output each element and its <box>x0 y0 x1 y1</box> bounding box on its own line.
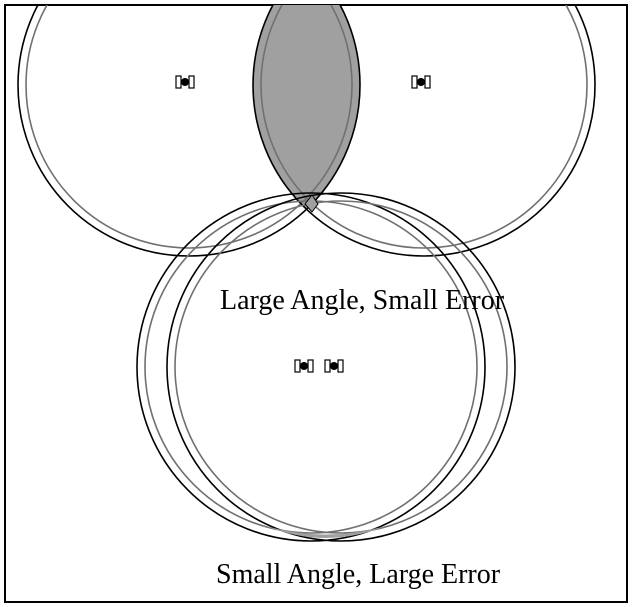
range-ring-outer-left <box>17 5 361 257</box>
satellite-icon <box>411 75 431 89</box>
error-region-large <box>266 526 386 538</box>
satellite-icon <box>175 75 195 89</box>
range-ring-outer-right <box>252 5 596 257</box>
satellite-icon <box>324 359 344 373</box>
range-ring-inner-right <box>174 200 508 534</box>
caption-large-angle: Large Angle, Small Error <box>220 285 505 316</box>
range-ring-inner-right <box>260 5 588 249</box>
satellite-icon <box>294 359 314 373</box>
panel-small-angle <box>136 192 516 542</box>
range-ring-inner-left <box>25 5 353 249</box>
range-ring-outer-right <box>166 192 516 542</box>
range-ring-outer-left <box>136 192 486 542</box>
caption-small-angle: Small Angle, Large Error <box>216 559 501 590</box>
error-region-small <box>304 194 319 213</box>
